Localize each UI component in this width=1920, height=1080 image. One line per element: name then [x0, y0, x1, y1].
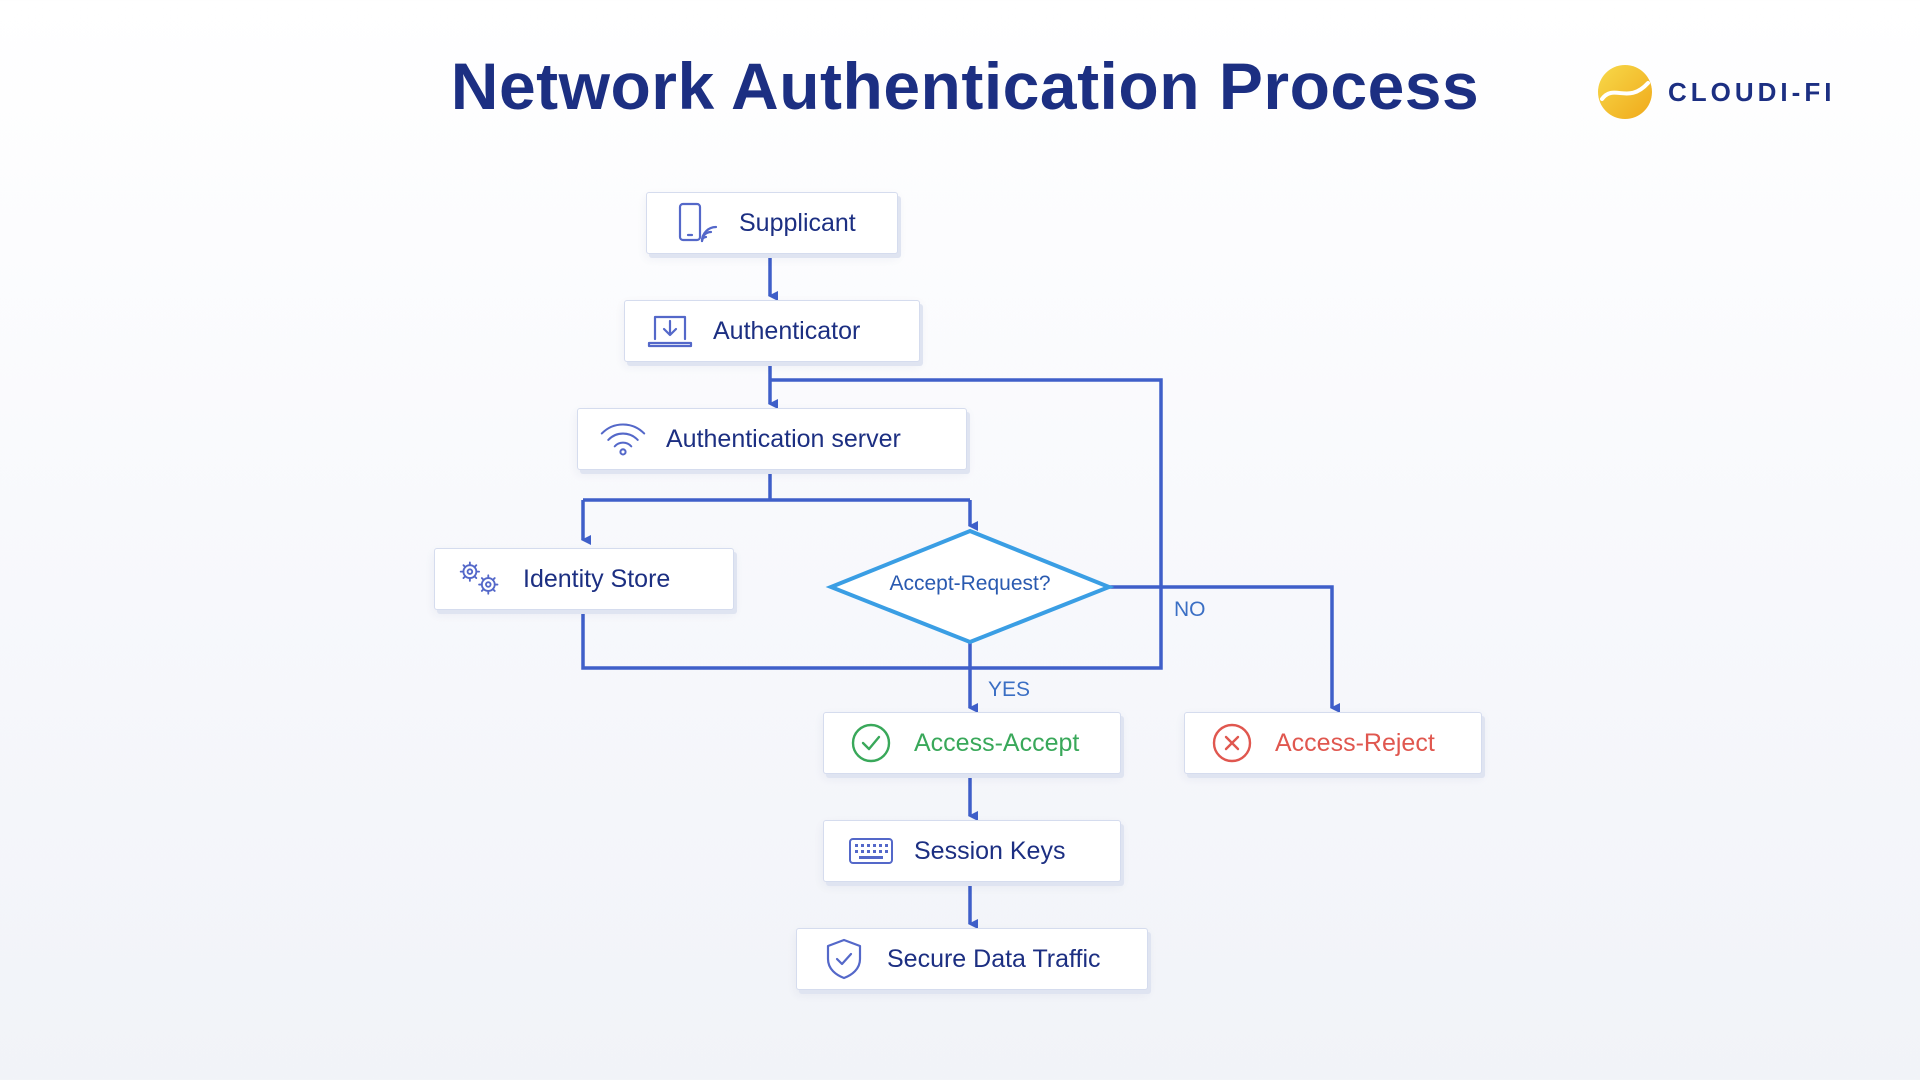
no-label: NO [1174, 598, 1206, 621]
session-keys-label: Session Keys [914, 836, 1066, 865]
gears-icon [457, 556, 503, 602]
wifi-icon [600, 416, 646, 462]
node-identity-store[interactable]: Identity Store [434, 548, 734, 610]
decision-diamond [825, 528, 1115, 645]
node-access-accept[interactable]: Access-Accept [823, 712, 1121, 774]
node-authentication-server[interactable]: Authentication server [577, 408, 967, 470]
mobile-wifi-icon [673, 200, 719, 246]
decision-label: Accept-Request? [889, 572, 1051, 595]
secure-traffic-label: Secure Data Traffic [887, 944, 1101, 973]
edge-server-split [583, 470, 970, 502]
auth-server-label: Authentication server [666, 424, 901, 453]
node-supplicant[interactable]: Supplicant [646, 192, 898, 254]
page-title: Network Authentication Process [450, 49, 1480, 123]
node-access-reject[interactable]: Access-Reject [1184, 712, 1482, 774]
node-secure-data-traffic[interactable]: Secure Data Traffic [796, 928, 1148, 990]
shield-check-icon [821, 936, 867, 982]
brand-logo: CLOUDI-FI [1596, 63, 1835, 121]
authenticator-label: Authenticator [713, 316, 861, 345]
yes-label: YES [988, 678, 1031, 701]
logo-mark-icon [1598, 65, 1652, 119]
x-circle-icon [1209, 720, 1255, 766]
laptop-download-icon [647, 308, 693, 354]
identity-store-label: Identity Store [523, 564, 671, 593]
access-accept-label: Access-Accept [914, 728, 1080, 757]
check-circle-icon [848, 720, 894, 766]
node-authenticator[interactable]: Authenticator [624, 300, 920, 362]
keyboard-icon [848, 828, 894, 874]
edge-identity-loop [581, 378, 1163, 670]
logo-text: CLOUDI-FI [1668, 76, 1836, 107]
supplicant-label: Supplicant [739, 208, 856, 237]
edge-no-reject [1109, 585, 1340, 713]
access-reject-label: Access-Reject [1275, 728, 1435, 757]
node-session-keys[interactable]: Session Keys [823, 820, 1121, 882]
